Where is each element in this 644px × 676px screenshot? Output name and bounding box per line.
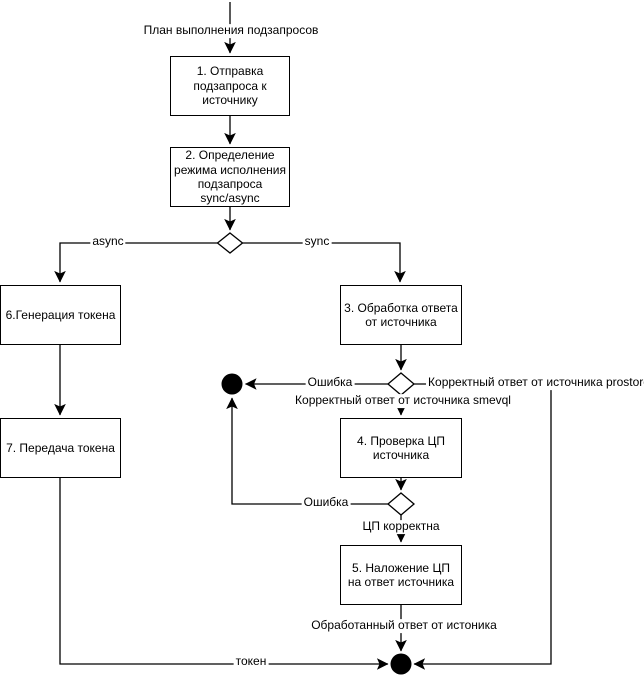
- edge-label-error-2: Ошибка: [301, 495, 351, 510]
- edge-async: [54, 242, 218, 283]
- edge-label-token: токен: [233, 654, 269, 669]
- edge-label-error-1: Ошибка: [305, 375, 355, 390]
- edge-label-sync: sync: [302, 234, 332, 249]
- process-box-6-generate-token: 6.Генерация токена: [0, 285, 121, 345]
- process-box-5-apply-signature: 5. Наложение ЦП на ответ источника: [340, 545, 462, 605]
- edge-label-prostore-response: Корректный ответ от источника prostore: [426, 375, 644, 390]
- process-box-4-check-signature: 4. Проверка ЦП источника: [340, 418, 462, 478]
- decision-signature-check: [386, 492, 416, 516]
- edge-label-processed-response: Обработанный ответ от истоника: [309, 618, 499, 633]
- edge-label-async: async: [90, 234, 126, 249]
- edge-sync: [242, 242, 406, 283]
- end-node-error: [221, 373, 243, 395]
- process-box-7-transfer-token: 7. Передача токена: [0, 418, 121, 478]
- process-box-2-define-mode: 2. Определение режима исполнения подзапр…: [170, 147, 290, 207]
- process-box-1-send-subrequest: 1. Отправка подзапроса к источнику: [170, 56, 290, 116]
- process-box-3-handle-response: 3. Обработка ответа от источника: [340, 285, 462, 345]
- end-node-final: [390, 653, 412, 675]
- decision-source-response: [386, 372, 416, 396]
- decision-sync-async: [216, 232, 244, 254]
- edge-label-start: План выполнения подзапросов: [141, 23, 321, 38]
- edge-label-smevql-response: Корректный ответ от источника smevql: [293, 393, 513, 408]
- edge-label-signature-ok: ЦП корректна: [360, 519, 442, 534]
- edge-token: [59, 478, 389, 670]
